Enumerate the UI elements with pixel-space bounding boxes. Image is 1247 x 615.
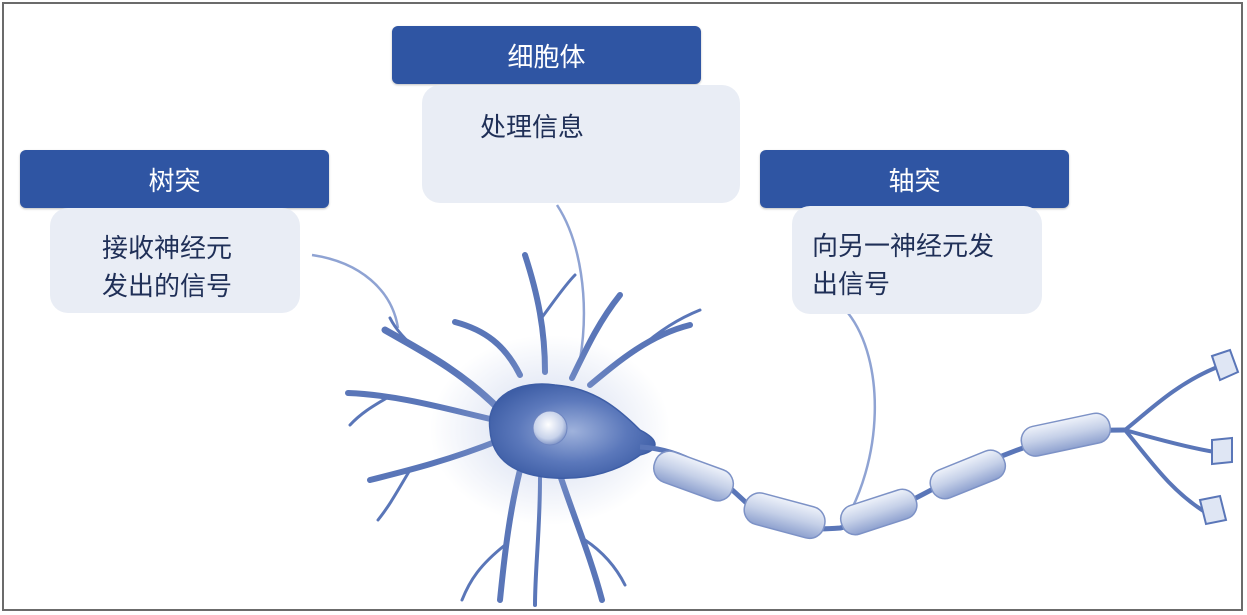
dendrite-description: 接收神经元 发出的信号: [50, 208, 300, 313]
soma-description-line-1: 处理信息: [480, 109, 740, 147]
soma-description: 处理信息: [422, 85, 740, 203]
nucleus: [533, 411, 567, 445]
axon-description-line-2: 出信号: [812, 266, 1042, 304]
soma-title: 细胞体: [392, 26, 701, 84]
axon-pointer-line: [840, 313, 875, 530]
dendrite-description-line-2: 发出的信号: [102, 268, 300, 306]
axon-description: 向另一神经元发 出信号: [792, 206, 1042, 314]
dendrite-pointer-line: [312, 255, 398, 328]
axon-title: 轴突: [760, 150, 1069, 208]
synaptic-knobs: [1200, 350, 1238, 524]
dendrite-description-line-1: 接收神经元: [102, 230, 300, 268]
axon-description-line-1: 向另一神经元发: [812, 228, 1042, 266]
dendrite-title: 树突: [20, 150, 329, 208]
axon-terminals: [1125, 368, 1215, 512]
myelin-sheaths: [650, 411, 1113, 542]
